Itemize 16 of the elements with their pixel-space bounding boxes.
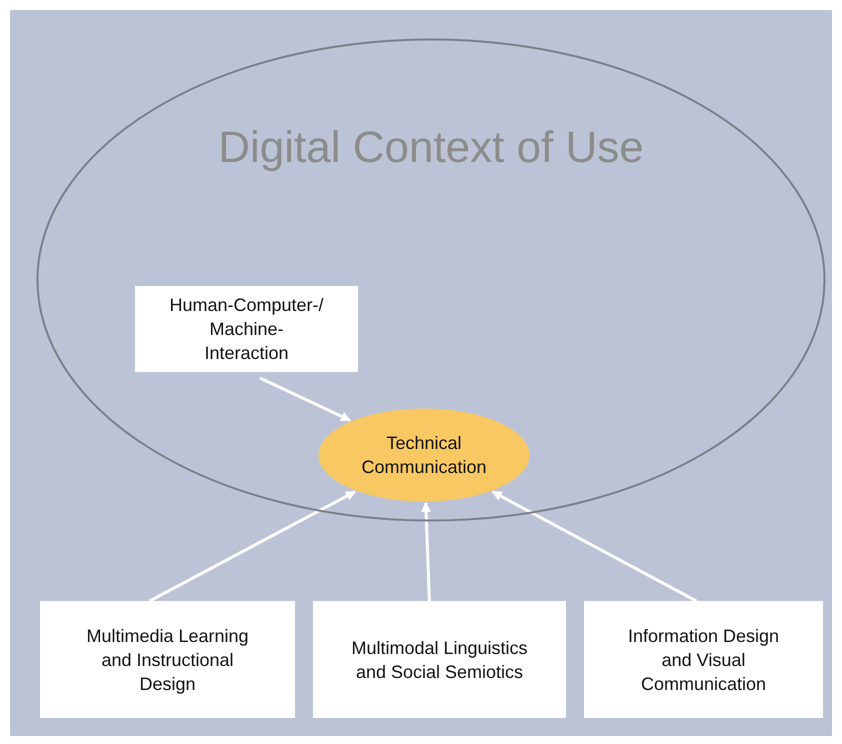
context-ellipse [36,38,826,522]
node-label: Multimodal Linguistics and Social Semiotics [350,636,529,684]
topic-box [584,601,823,718]
node-label: Human-Computer-/ Machine- Interaction [168,294,325,365]
context-title: Digital Context of Use [217,122,645,174]
central-ellipse [317,407,531,503]
node-label: Multimedia Learning and Instructional Design [85,624,250,696]
arrow [492,490,698,602]
topic-box [40,601,295,718]
topic-box [313,601,566,718]
arrow [148,490,356,602]
node-label: Information Design and Visual Communication [626,624,780,696]
topic-box [135,286,358,372]
arrow [421,502,432,602]
node-label: Technical Communication [360,432,488,479]
arrow [259,376,351,422]
